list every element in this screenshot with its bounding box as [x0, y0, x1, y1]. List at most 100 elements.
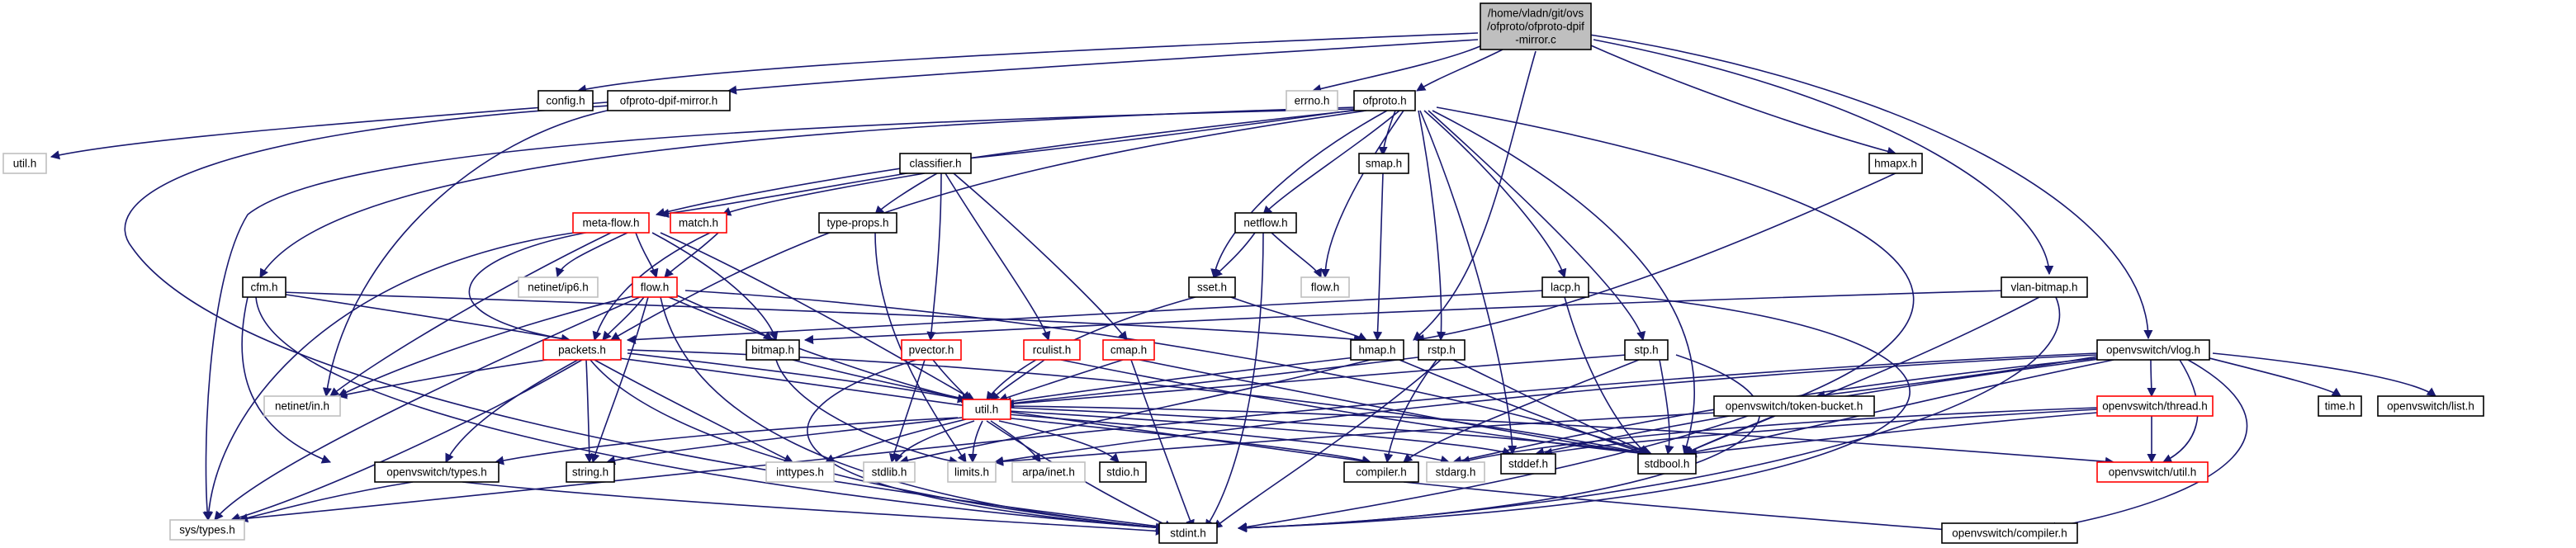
edge-ovstypes-stdint: [462, 481, 1166, 536]
edge-flow-stdint: [660, 296, 1166, 532]
node-stdint-h[interactable]: stdint.h: [1158, 522, 1218, 544]
edge-classifier-match: [721, 172, 926, 216]
svg-text:netflow.h: netflow.h: [1243, 217, 1287, 229]
edge-root-hmapx: [1584, 42, 1897, 156]
edge-rstp-stdint: [1213, 359, 1442, 529]
edge-lacp-packets: [626, 290, 1545, 345]
edge-flow-packets: [602, 296, 645, 341]
node-smap-h[interactable]: smap.h: [1358, 153, 1409, 174]
node-util-h-external: util.h: [2, 153, 47, 174]
node-meta-flow-h[interactable]: meta-flow.h: [572, 212, 650, 234]
svg-text:sys/types.h: sys/types.h: [179, 524, 235, 536]
node-openvswitch-compiler-h[interactable]: openvswitch/compiler.h: [1941, 522, 2078, 544]
node-rculist-h[interactable]: rculist.h: [1023, 339, 1081, 361]
edge-metaflow-packets: [468, 230, 595, 343]
edge-vlog-tokenbucket: [1815, 356, 2098, 400]
edge-ovstypes-systypes: [238, 481, 414, 522]
svg-text:meta-flow.h: meta-flow.h: [582, 217, 639, 229]
node-bitmap-h[interactable]: bitmap.h: [746, 339, 800, 361]
edge-root-ofproto: [1416, 49, 1503, 92]
edge-util-inttypes: [824, 418, 967, 463]
edge-lacp-stdbool: [1564, 296, 1648, 455]
svg-text:hmap.h: hmap.h: [1358, 344, 1395, 357]
edge-vlog-thread: [2147, 359, 2157, 398]
svg-text:stp.h: stp.h: [1634, 344, 1658, 357]
edge-util-ovstypes: [494, 417, 959, 465]
edges: [50, 32, 2436, 536]
node-string-h[interactable]: string.h: [566, 461, 615, 483]
edge-ofproto-lacp: [1423, 110, 1567, 279]
edge-ofproto-netflow: [1262, 110, 1400, 215]
node-netinet-in-h: netinet/in.h: [263, 395, 341, 417]
edge-stp-util: [1004, 354, 1627, 409]
node-ofproto-dpif-mirror-h[interactable]: ofproto-dpif-mirror.h: [607, 90, 731, 111]
edge-vlog-systypes: [230, 352, 2098, 524]
node-sset-h[interactable]: sset.h: [1188, 276, 1236, 298]
node-netinet-ip6-h: netinet/ip6.h: [518, 276, 599, 298]
node-openvswitch-list-h[interactable]: openvswitch/list.h: [2377, 395, 2484, 417]
node-match-h[interactable]: match.h: [670, 212, 727, 234]
edge-util-stdint: [986, 420, 1174, 529]
svg-text:openvswitch/vlog.h: openvswitch/vlog.h: [2106, 344, 2200, 357]
edge-metaflow-flow: [635, 232, 659, 279]
node-stdbool-h[interactable]: stdbool.h: [1637, 453, 1697, 475]
edge-metaflow-netinetip6: [555, 232, 628, 278]
edge-util-ovsutil: [1010, 405, 2115, 466]
node-openvswitch-thread-h[interactable]: openvswitch/thread.h: [2096, 395, 2214, 417]
node-vlan-bitmap-h[interactable]: vlan-bitmap.h: [2001, 276, 2088, 298]
node-hmap-h[interactable]: hmap.h: [1350, 339, 1404, 361]
node-util-h[interactable]: util.h: [962, 399, 1011, 420]
node-classifier-h[interactable]: classifier.h: [899, 153, 972, 174]
svg-text:openvswitch/thread.h: openvswitch/thread.h: [2102, 400, 2208, 413]
node-netflow-h[interactable]: netflow.h: [1234, 212, 1297, 234]
node-openvswitch-vlog-h[interactable]: openvswitch/vlog.h: [2096, 339, 2210, 361]
node-stdio-h[interactable]: stdio.h: [1099, 461, 1147, 483]
node-compiler-h[interactable]: compiler.h: [1343, 461, 1419, 483]
edge-tokenbucket-limits: [993, 412, 1718, 466]
edge-cmap-stdint: [1130, 359, 1195, 530]
edge-mirror-stdint: [124, 103, 1174, 532]
node-sys-types-h: sys/types.h: [169, 519, 245, 541]
svg-text:rstp.h: rstp.h: [1428, 344, 1456, 357]
node-type-props-h[interactable]: type-props.h: [818, 212, 897, 234]
edge-vlog-ovscompiler: [2046, 359, 2248, 531]
node-ofproto-h[interactable]: ofproto.h: [1353, 90, 1416, 111]
edge-util-stddef: [1008, 410, 1513, 456]
node-stddef-h[interactable]: stddef.h: [1500, 453, 1556, 475]
svg-text:limits.h: limits.h: [954, 466, 989, 479]
edge-vlanbitmap-bitmap: [803, 290, 2007, 345]
node-stdarg-h: stdarg.h: [1426, 461, 1485, 483]
svg-text:vlan-bitmap.h: vlan-bitmap.h: [2010, 281, 2077, 294]
node-cfm-h[interactable]: cfm.h: [242, 276, 286, 298]
node-time-h[interactable]: time.h: [2318, 395, 2362, 417]
svg-text:hmapx.h: hmapx.h: [1874, 158, 1917, 170]
node-rstp-h[interactable]: rstp.h: [1418, 339, 1466, 361]
node-openvswitch-token-bucket-h[interactable]: openvswitch/token-bucket.h: [1713, 395, 1875, 417]
svg-text:match.h: match.h: [679, 217, 718, 229]
node-stp-h[interactable]: stp.h: [1624, 339, 1669, 361]
svg-text:classifier.h: classifier.h: [909, 158, 961, 170]
node-pvector-h[interactable]: pvector.h: [901, 339, 962, 361]
edge-mirror-netinet: [322, 103, 653, 398]
node-packets-h[interactable]: packets.h: [542, 339, 622, 361]
edge-stp-stdint: [1237, 354, 1761, 533]
edge-cfm-packets: [280, 293, 571, 343]
edge-root-hmap: [1413, 50, 1537, 341]
edge-root-vlanbitmap: [1593, 39, 2054, 276]
node-config-h[interactable]: config.h: [537, 90, 594, 111]
edge-mirror-util: [50, 100, 628, 160]
edge-rstp-util: [1002, 356, 1425, 409]
edge-vlog-stdbool: [1683, 359, 2114, 457]
node-cmap-h[interactable]: cmap.h: [1102, 339, 1155, 361]
node-lacp-h[interactable]: lacp.h: [1541, 276, 1589, 298]
edge-compiler-ovscompiler: [1403, 481, 1983, 536]
node-limits-h: limits.h: [947, 461, 997, 483]
svg-text:pvector.h: pvector.h: [909, 344, 954, 357]
edge-vlog-list: [2212, 352, 2436, 397]
node-openvswitch-types-h[interactable]: openvswitch/types.h: [374, 461, 500, 483]
node-hmapx-h[interactable]: hmapx.h: [1868, 153, 1923, 174]
edge-cmap-stdbool: [1139, 359, 1649, 458]
node-openvswitch-util-h[interactable]: openvswitch/util.h: [2096, 461, 2209, 483]
node-flow-h[interactable]: flow.h: [632, 276, 678, 298]
node-root-file[interactable]: /home/vladn/git/ovs /ofproto/ofproto-dpi…: [1480, 2, 1592, 50]
